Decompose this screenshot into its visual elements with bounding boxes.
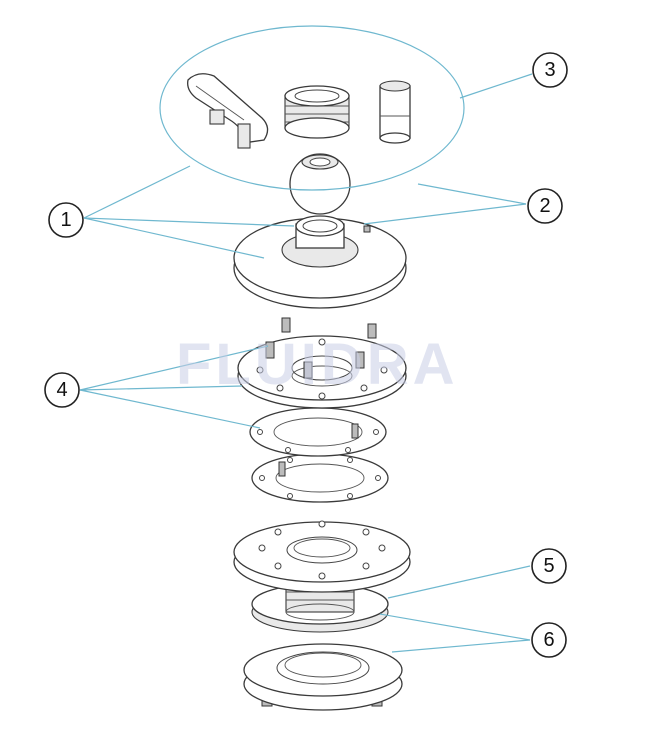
part-4-clamp-ring [237,317,407,409]
callout-5-label: 5 [543,555,554,577]
part-5-flange-body [233,520,411,633]
callout-5: 5 [531,548,567,584]
callout-4-label: 4 [56,379,67,401]
eyeball-socket [289,153,351,215]
callout-2-label: 2 [539,195,550,217]
bubble-clip-part [187,73,269,149]
callout-3: 3 [532,52,568,88]
callout-6-label: 6 [543,629,554,651]
leader-lines [79,73,533,653]
bubble-nozzle-insert [379,80,411,144]
callout-1-label: 1 [60,209,71,231]
part-6-bottom-ring [243,643,403,711]
callout-4: 4 [44,372,80,408]
callout-1: 1 [48,202,84,238]
part-4-gasket-lower [251,453,389,503]
zoom-bubble-outline [159,25,465,191]
part-1-cover-disk [233,215,407,309]
bubble-threaded-ring [284,85,350,139]
callout-2: 2 [527,188,563,224]
callout-6: 6 [531,622,567,658]
part-4-gasket-upper [249,407,387,457]
fluidra-watermark: FLUIDRA [176,332,459,397]
callout-3-label: 3 [544,59,555,81]
